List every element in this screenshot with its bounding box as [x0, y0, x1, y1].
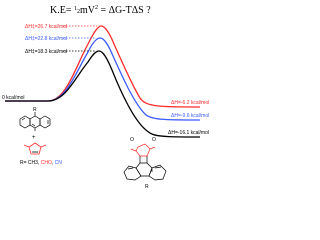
title-equation: K.E= 12mV2 = ΔG-TΔS ? — [50, 5, 151, 16]
product-label-cho: ΔH=-9.6 kcal/mol — [171, 113, 209, 119]
product-label-cn: ΔH=-6.2 kcal/mol — [171, 100, 209, 106]
plus-sign: + — [32, 135, 36, 141]
substituent-r-label: R — [33, 107, 37, 113]
diagram-canvas: K.E= 12mV2 = ΔG-TΔS ? ΔH‡=26.7 kcal/mol … — [2, 5, 209, 189]
zero-level-label: 0 kcal/mol — [2, 95, 25, 101]
energy-curve-cn — [5, 25, 201, 108]
maleic-anhydride-icon — [23, 142, 47, 155]
product-o-label-left: O — [130, 137, 134, 143]
energy-curve-cho — [5, 37, 201, 121]
product-r-label: R — [145, 184, 149, 189]
substituent-legend: R= CH3, CHO, CN — [20, 160, 62, 166]
anthracene-structure-icon — [19, 112, 51, 131]
barrier-label-cho: ΔH‡=22.8 kcal/mol — [25, 36, 67, 42]
cycloadduct-structure-icon — [123, 143, 167, 181]
energy-curve-ch3 — [5, 50, 201, 138]
product-label-ch3: ΔH=-16.1 kcal/mol — [168, 130, 209, 136]
barrier-label-ch3: ΔH‡=18.3 kcal/mol — [25, 49, 67, 55]
energy-profile-diagram: K.E= 12mV2 = ΔG-TΔS ? ΔH‡=26.7 kcal/mol … — [2, 5, 209, 189]
product-o-label-right: O — [152, 137, 156, 143]
barrier-label-cn: ΔH‡=26.7 kcal/mol — [25, 24, 67, 30]
